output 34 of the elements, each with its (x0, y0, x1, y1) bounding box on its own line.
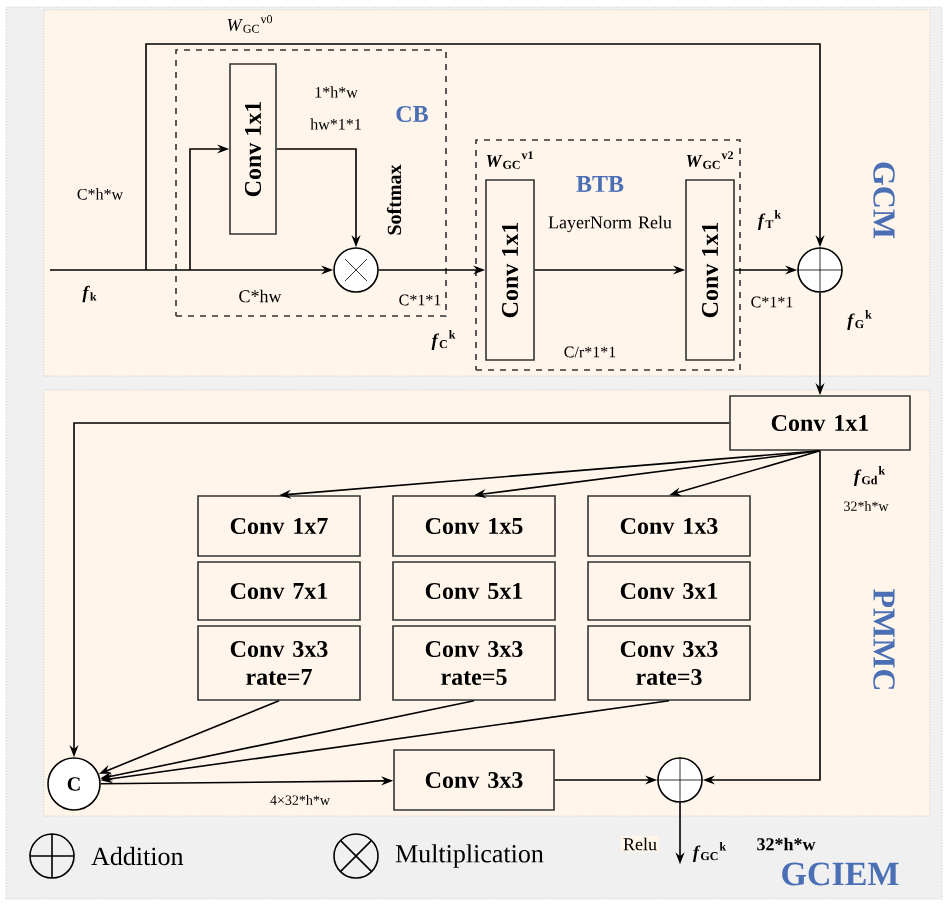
add-symbol (796, 246, 844, 294)
conv-box: Conv 3x1 (587, 561, 751, 621)
dimension-label: C*h*w (77, 188, 124, 200)
dimension-label: 1*h*w (315, 86, 358, 98)
conv-box: Conv 1x5 (392, 495, 556, 557)
conv-box: Conv 1x3 (587, 495, 751, 557)
add-symbol (656, 756, 704, 804)
conv-box: Conv 3x3 rate=5 (392, 625, 556, 701)
conv-box: Conv 7x1 (197, 561, 361, 621)
conv-box: Conv 5x1 (392, 561, 556, 621)
conv-box: Conv 1x1 (485, 179, 535, 361)
dimension-label: 32*h*w (757, 837, 816, 851)
dimension-label: C/r*1*1 (564, 346, 616, 358)
module-title: PMMC (873, 589, 895, 690)
conv-box: Conv 1x7 (197, 495, 361, 557)
arrow (145, 43, 825, 271)
legend-text: Addition (91, 846, 184, 866)
conv-box: Conv 1x1 (729, 395, 911, 451)
module-title: GCM (873, 162, 895, 239)
conv-box: Conv 1x1 (685, 179, 735, 361)
block-title: BTB (576, 176, 624, 192)
dimension-label: hw*1*1 (310, 118, 361, 130)
edge-label: LayerNorm Relu (546, 213, 674, 235)
block-title: CB (396, 105, 428, 123)
dimension-label: f$_{k}$ (82, 285, 97, 303)
conv-box: Conv 3x3 rate=7 (197, 625, 361, 701)
legend-text: Multiplication (395, 844, 544, 868)
multiply-symbol (333, 247, 379, 293)
conv-box: Conv 3x3 (393, 749, 555, 811)
dimension-label: C*1*1 (751, 296, 793, 308)
conv-box: Conv 3x3 rate=3 (587, 625, 751, 701)
conv-box: Conv 1x1 (229, 63, 277, 235)
dimension-label: C*1*1 (399, 294, 441, 306)
module-title: GCIEM (782, 862, 899, 886)
